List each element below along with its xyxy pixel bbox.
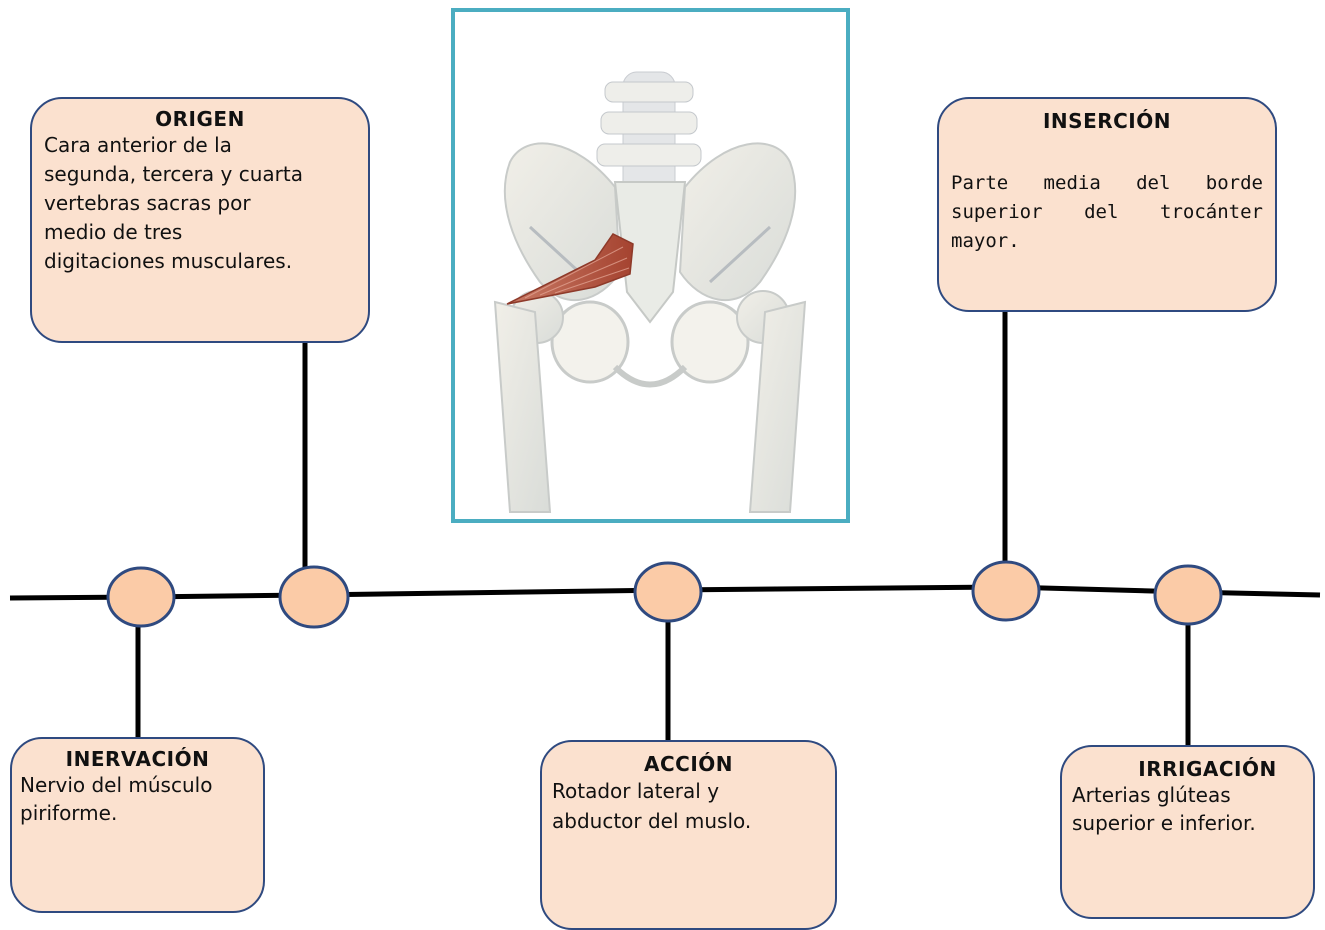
origen-line: segunda, tercera y cuarta — [44, 160, 356, 189]
accion-text: Rotador lateral y abductor del muslo. — [552, 776, 825, 836]
accion-line: abductor del muslo. — [552, 806, 825, 836]
pelvis-illustration-frame — [451, 8, 850, 523]
irrigacion-text: Arterias glúteas superior e inferior. — [1072, 781, 1303, 837]
inervacion-text: Nervio del músculo piriforme. — [20, 771, 255, 827]
timeline-node-accion — [635, 563, 701, 621]
origen-title: ORIGEN — [44, 107, 356, 131]
pelvis-anatomy-icon — [455, 12, 846, 519]
accion-box: ACCIÓN Rotador lateral y abductor del mu… — [540, 740, 837, 930]
timeline-node-insercion — [973, 562, 1039, 620]
accion-title: ACCIÓN — [552, 752, 825, 776]
insercion-box: INSERCIÓN Parte media del borde superior… — [937, 97, 1277, 312]
timeline-node-irrigacion — [1155, 566, 1221, 624]
origen-line: medio de tres — [44, 218, 356, 247]
origen-line: vertebras sacras por — [44, 189, 356, 218]
origen-line: Cara anterior de la — [44, 131, 356, 160]
inervacion-line: Nervio del músculo — [20, 771, 255, 799]
inervacion-title: INERVACIÓN — [20, 747, 255, 771]
origen-box: ORIGEN Cara anterior de la segunda, terc… — [30, 97, 370, 343]
irrigacion-line: superior e inferior. — [1072, 809, 1303, 837]
vertebrae — [597, 82, 701, 166]
timeline-node-inervacion — [108, 568, 174, 626]
insercion-text: Parte media del borde superior del trocá… — [951, 169, 1263, 256]
accion-line: Rotador lateral y — [552, 776, 825, 806]
irrigacion-title: IRRIGACIÓN — [1072, 757, 1303, 781]
insercion-title: INSERCIÓN — [951, 109, 1263, 133]
right-iliac-wing — [680, 143, 795, 300]
inervacion-box: INERVACIÓN Nervio del músculo piriforme. — [10, 737, 265, 913]
irrigacion-line: Arterias glúteas — [1072, 781, 1303, 809]
irrigacion-box: IRRIGACIÓN Arterias glúteas superior e i… — [1060, 745, 1315, 919]
inervacion-line: piriforme. — [20, 799, 255, 827]
origen-text: Cara anterior de la segunda, tercera y c… — [44, 131, 356, 276]
pubic-arch — [615, 367, 685, 385]
origen-line: digitaciones musculares. — [44, 247, 356, 276]
timeline-node-origen — [280, 567, 348, 627]
